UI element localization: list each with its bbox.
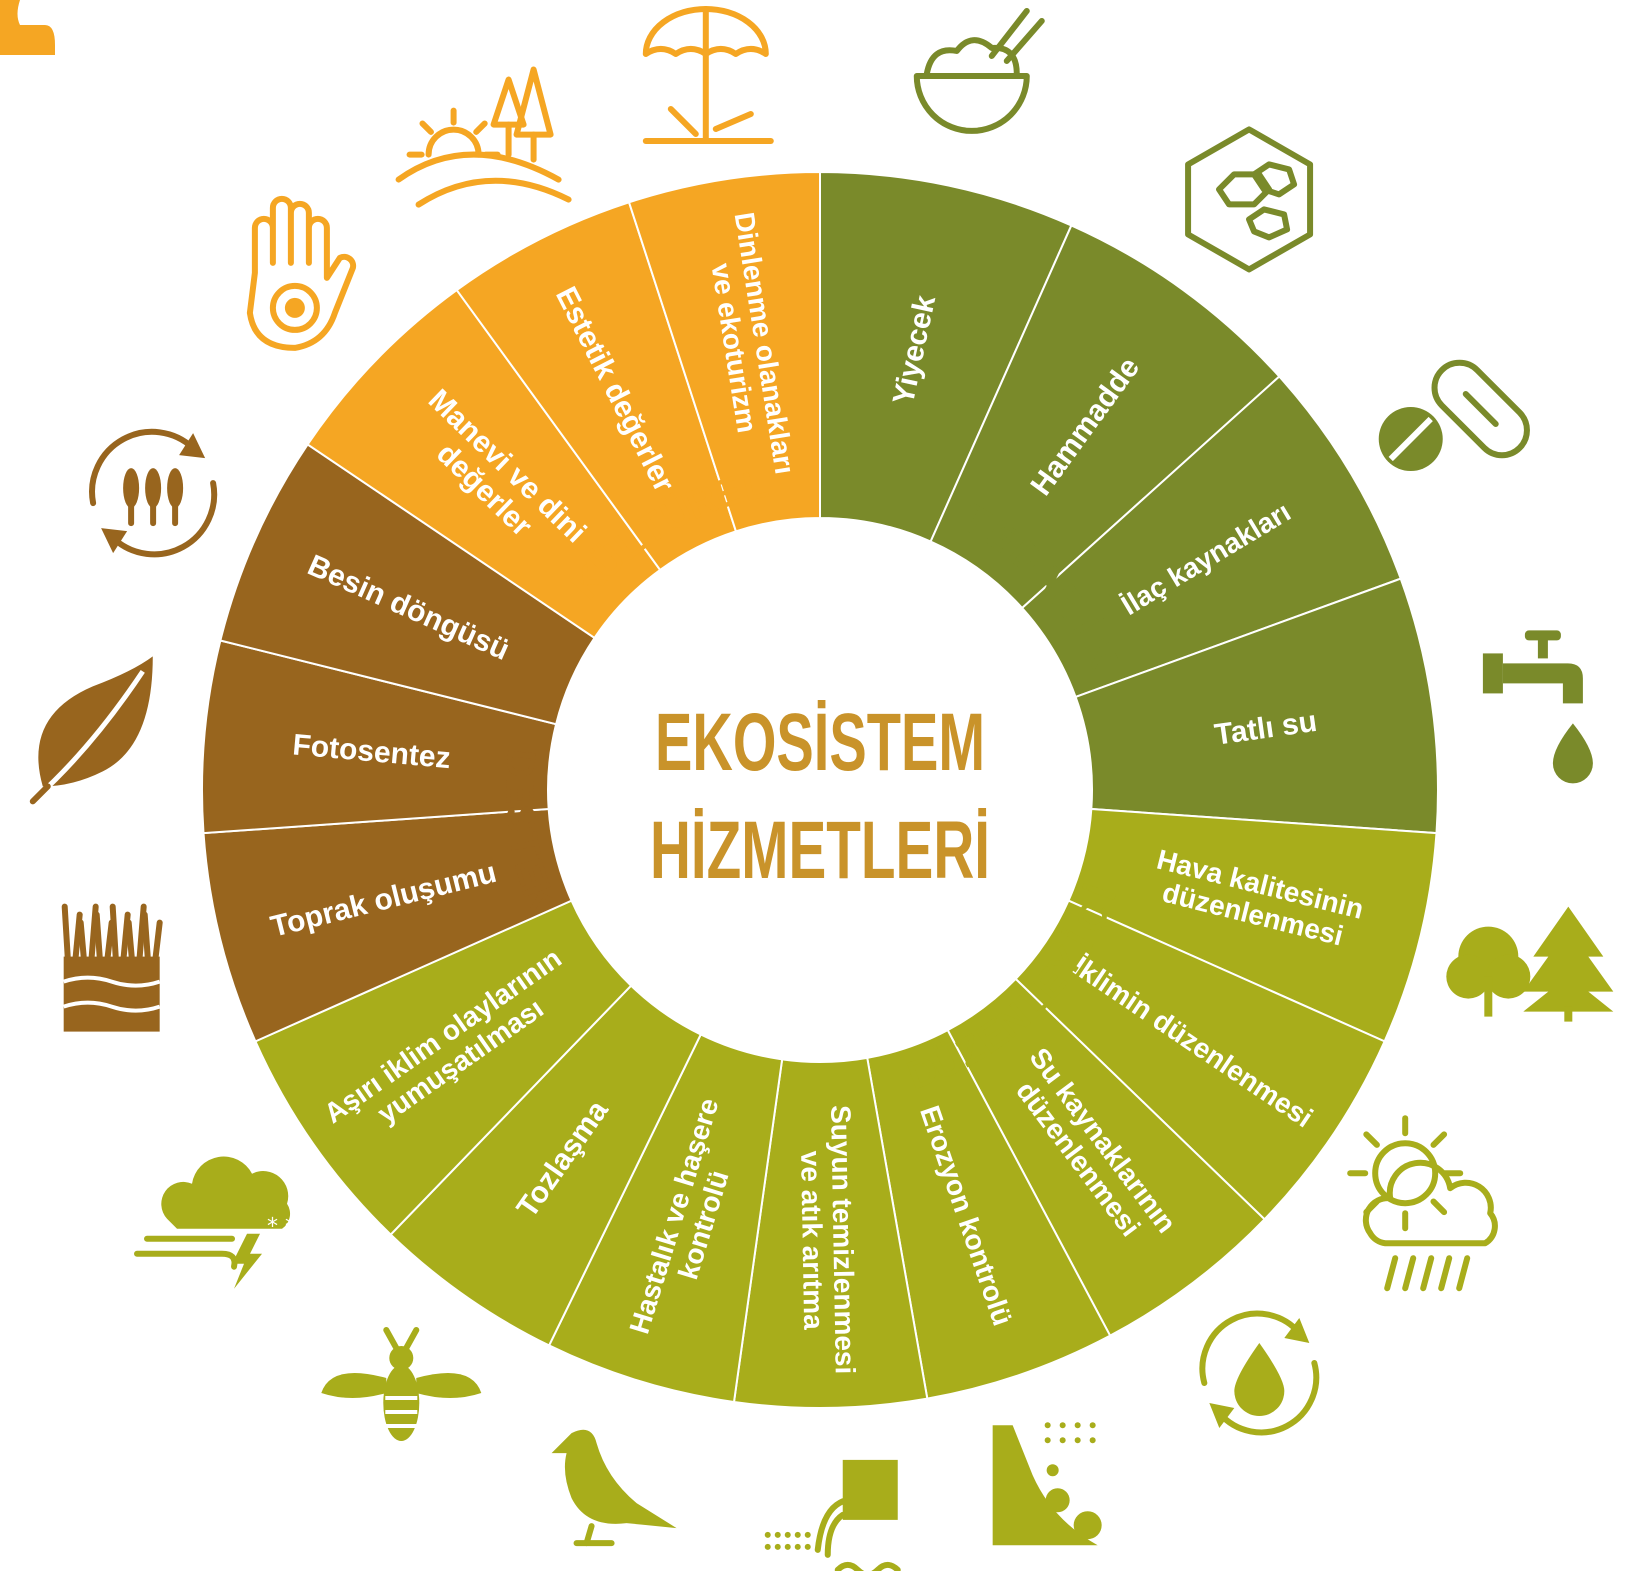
rice-bowl-icon [913, 7, 1045, 134]
waste-water-icon [764, 1459, 901, 1571]
water-tap-icon [1482, 630, 1593, 784]
category-letter: S [497, 803, 543, 834]
soil-layers-icon [61, 903, 163, 1032]
pill-capsule-icon [1378, 359, 1530, 472]
center-title-line-2: HİZMETLERİ [650, 805, 990, 896]
icons-layer: * * * [0, 0, 1614, 1571]
raw-material-hexagon-icon [1185, 126, 1314, 273]
erosion-rocks-icon [992, 1422, 1102, 1546]
segment-label: Akıl ve bedensağlığı [0, 0, 135, 31]
landscape-icon [395, 66, 572, 208]
segment-label: Suyun temizlenmesive atık arıtma [794, 1105, 860, 1375]
svg-text:* * *: * * * [267, 1215, 314, 1240]
leaf-icon [29, 656, 153, 805]
beach-umbrella-icon [642, 5, 774, 144]
wheat-cycle-icon [89, 428, 218, 558]
sun-cloud-rain-icon [1347, 1115, 1498, 1292]
water-cycle-icon [1199, 1310, 1320, 1436]
storm-icon: * * * [134, 1156, 314, 1289]
segment-label-line: ve atık arıtma [795, 1150, 829, 1330]
category-letter: D [497, 747, 543, 780]
trees-icon [1446, 906, 1614, 1022]
segment-label-line: Suyun temizlenmesi [825, 1105, 861, 1375]
center-title-line-1: EKOSİSTEM [655, 697, 985, 788]
center-circle [548, 518, 1092, 1062]
hand-mandala-icon [246, 195, 357, 351]
person-heart-icon [0, 0, 55, 55]
segment-label-line: sağlığı [46, 0, 135, 31]
bee-icon [321, 1326, 482, 1441]
category-letter: E [497, 778, 541, 805]
bird-icon [551, 1429, 677, 1547]
